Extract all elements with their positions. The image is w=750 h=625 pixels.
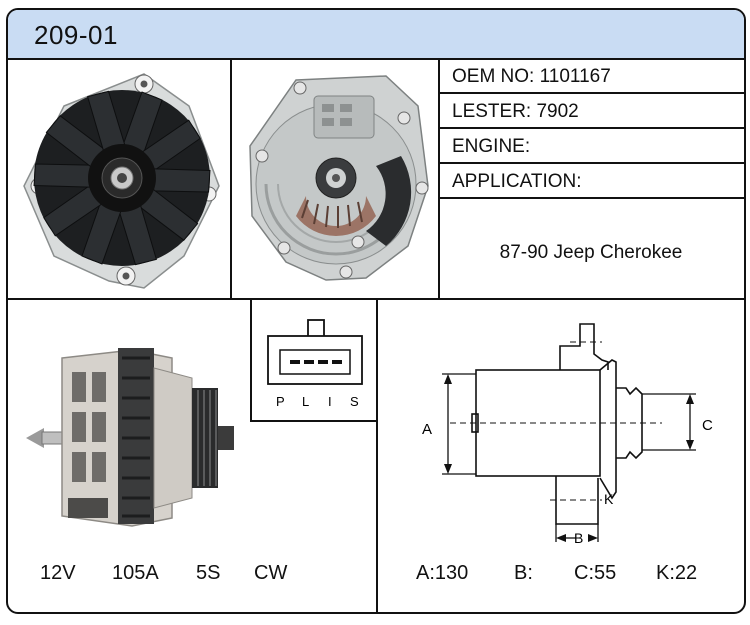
application-value: 87-90 Jeep Cherokee [499, 242, 683, 263]
connector-box-left [250, 298, 252, 422]
divider-oem [438, 92, 744, 94]
oem-number: OEM NO: 1101167 [452, 66, 611, 87]
dimension-drawing: A C B K [422, 323, 713, 546]
divider-engine [438, 162, 744, 164]
divider-images-specs [438, 58, 440, 298]
dimension-c-value: C:55 [574, 562, 617, 584]
dim-label-b: B [574, 530, 583, 546]
connector-box-bottom [250, 420, 378, 422]
amperage-spec: 105A [112, 562, 159, 584]
alternator-side-image [26, 348, 234, 527]
lester-number: LESTER: 7902 [452, 101, 579, 122]
application-label: APPLICATION: [452, 171, 582, 192]
divider-front-back [230, 58, 232, 298]
dim-label-k: K [604, 491, 614, 507]
divider-bottom-left [376, 298, 378, 612]
dim-label-c: C [702, 417, 713, 434]
part-number-title: 209-01 [34, 20, 118, 50]
dimension-b-value: B: [514, 562, 533, 584]
rotation-spec: CW [254, 562, 288, 584]
alternator-front-image [23, 73, 220, 289]
pin-label-i: I [328, 394, 332, 409]
connector-plug-diagram: P L I S [267, 319, 363, 409]
pulley-spec: 5S [196, 562, 221, 584]
alternator-rear-image [249, 75, 429, 281]
pin-label-s: S [350, 394, 359, 409]
product-sheet: 209-01 OEM NO: 1101167 LESTER: 7902 ENGI… [6, 8, 746, 614]
divider-lester [438, 127, 744, 129]
header-bar: 209-01 [8, 10, 744, 60]
dimension-k-value: K:22 [656, 562, 698, 584]
engine-label: ENGINE: [452, 136, 531, 157]
dim-label-a: A [422, 421, 432, 438]
pin-label-l: L [302, 394, 309, 409]
divider-application [438, 197, 744, 199]
voltage-spec: 12V [40, 562, 76, 584]
pin-label-p: P [276, 394, 286, 409]
dimension-a-value: A:130 [416, 562, 469, 584]
